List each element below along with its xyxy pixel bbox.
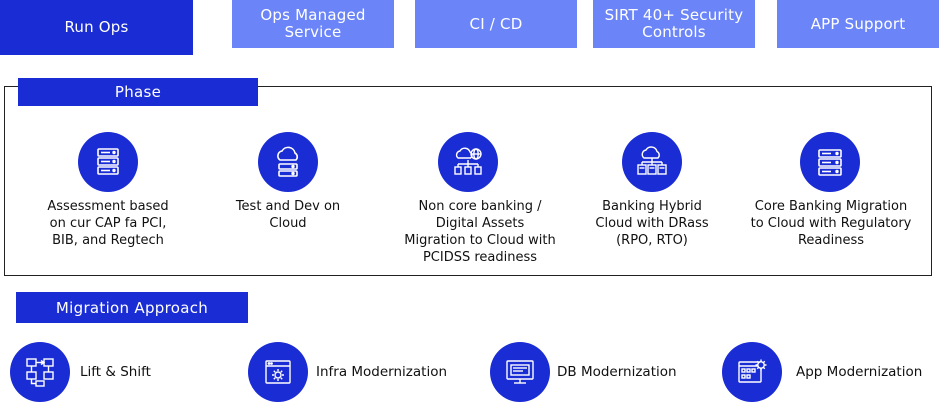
tab-run-ops[interactable]: Run Ops (0, 0, 193, 55)
phase-item-assessment: Assessment based on cur CAP fa PCI, BIB,… (47, 199, 169, 248)
tab-sirt-security-controls[interactable]: SIRT 40+ Security Controls (593, 0, 755, 48)
tab-ci-cd[interactable]: CI / CD (415, 0, 577, 48)
migration-item-infra-modernization: Infra Modernization (316, 364, 448, 380)
migration-item-app-modernization: App Modernization (796, 364, 923, 380)
hybrid-cloud-icon (622, 132, 682, 192)
phase-item-test-dev: Test and Dev on Cloud (235, 199, 341, 231)
tab-app-support[interactable]: APP Support (777, 0, 939, 48)
phase-container (4, 86, 932, 276)
cloud-network-icon (438, 132, 498, 192)
phase-title: Phase (18, 78, 258, 106)
migration-item-lift-shift: Lift & Shift (80, 364, 151, 380)
lift-shift-icon (10, 342, 70, 402)
tab-ops-managed-service[interactable]: Ops Managed Service (232, 0, 394, 48)
phase-item-banking-hybrid: Banking Hybrid Cloud with DRass (RPO, RT… (595, 199, 709, 248)
server-stack-icon (800, 132, 860, 192)
phase-item-non-core-banking: Non core banking / Digital Assets Migrat… (404, 199, 556, 265)
cloud-server-icon (258, 132, 318, 192)
migration-approach-title: Migration Approach (16, 292, 248, 323)
migration-item-db-modernization: DB Modernization (557, 364, 677, 380)
server-rack-icon (78, 132, 138, 192)
app-gear-icon (722, 342, 782, 402)
infra-gear-icon (248, 342, 308, 402)
phase-item-core-banking: Core Banking Migration to Cloud with Reg… (750, 199, 912, 248)
database-monitor-icon (490, 342, 550, 402)
